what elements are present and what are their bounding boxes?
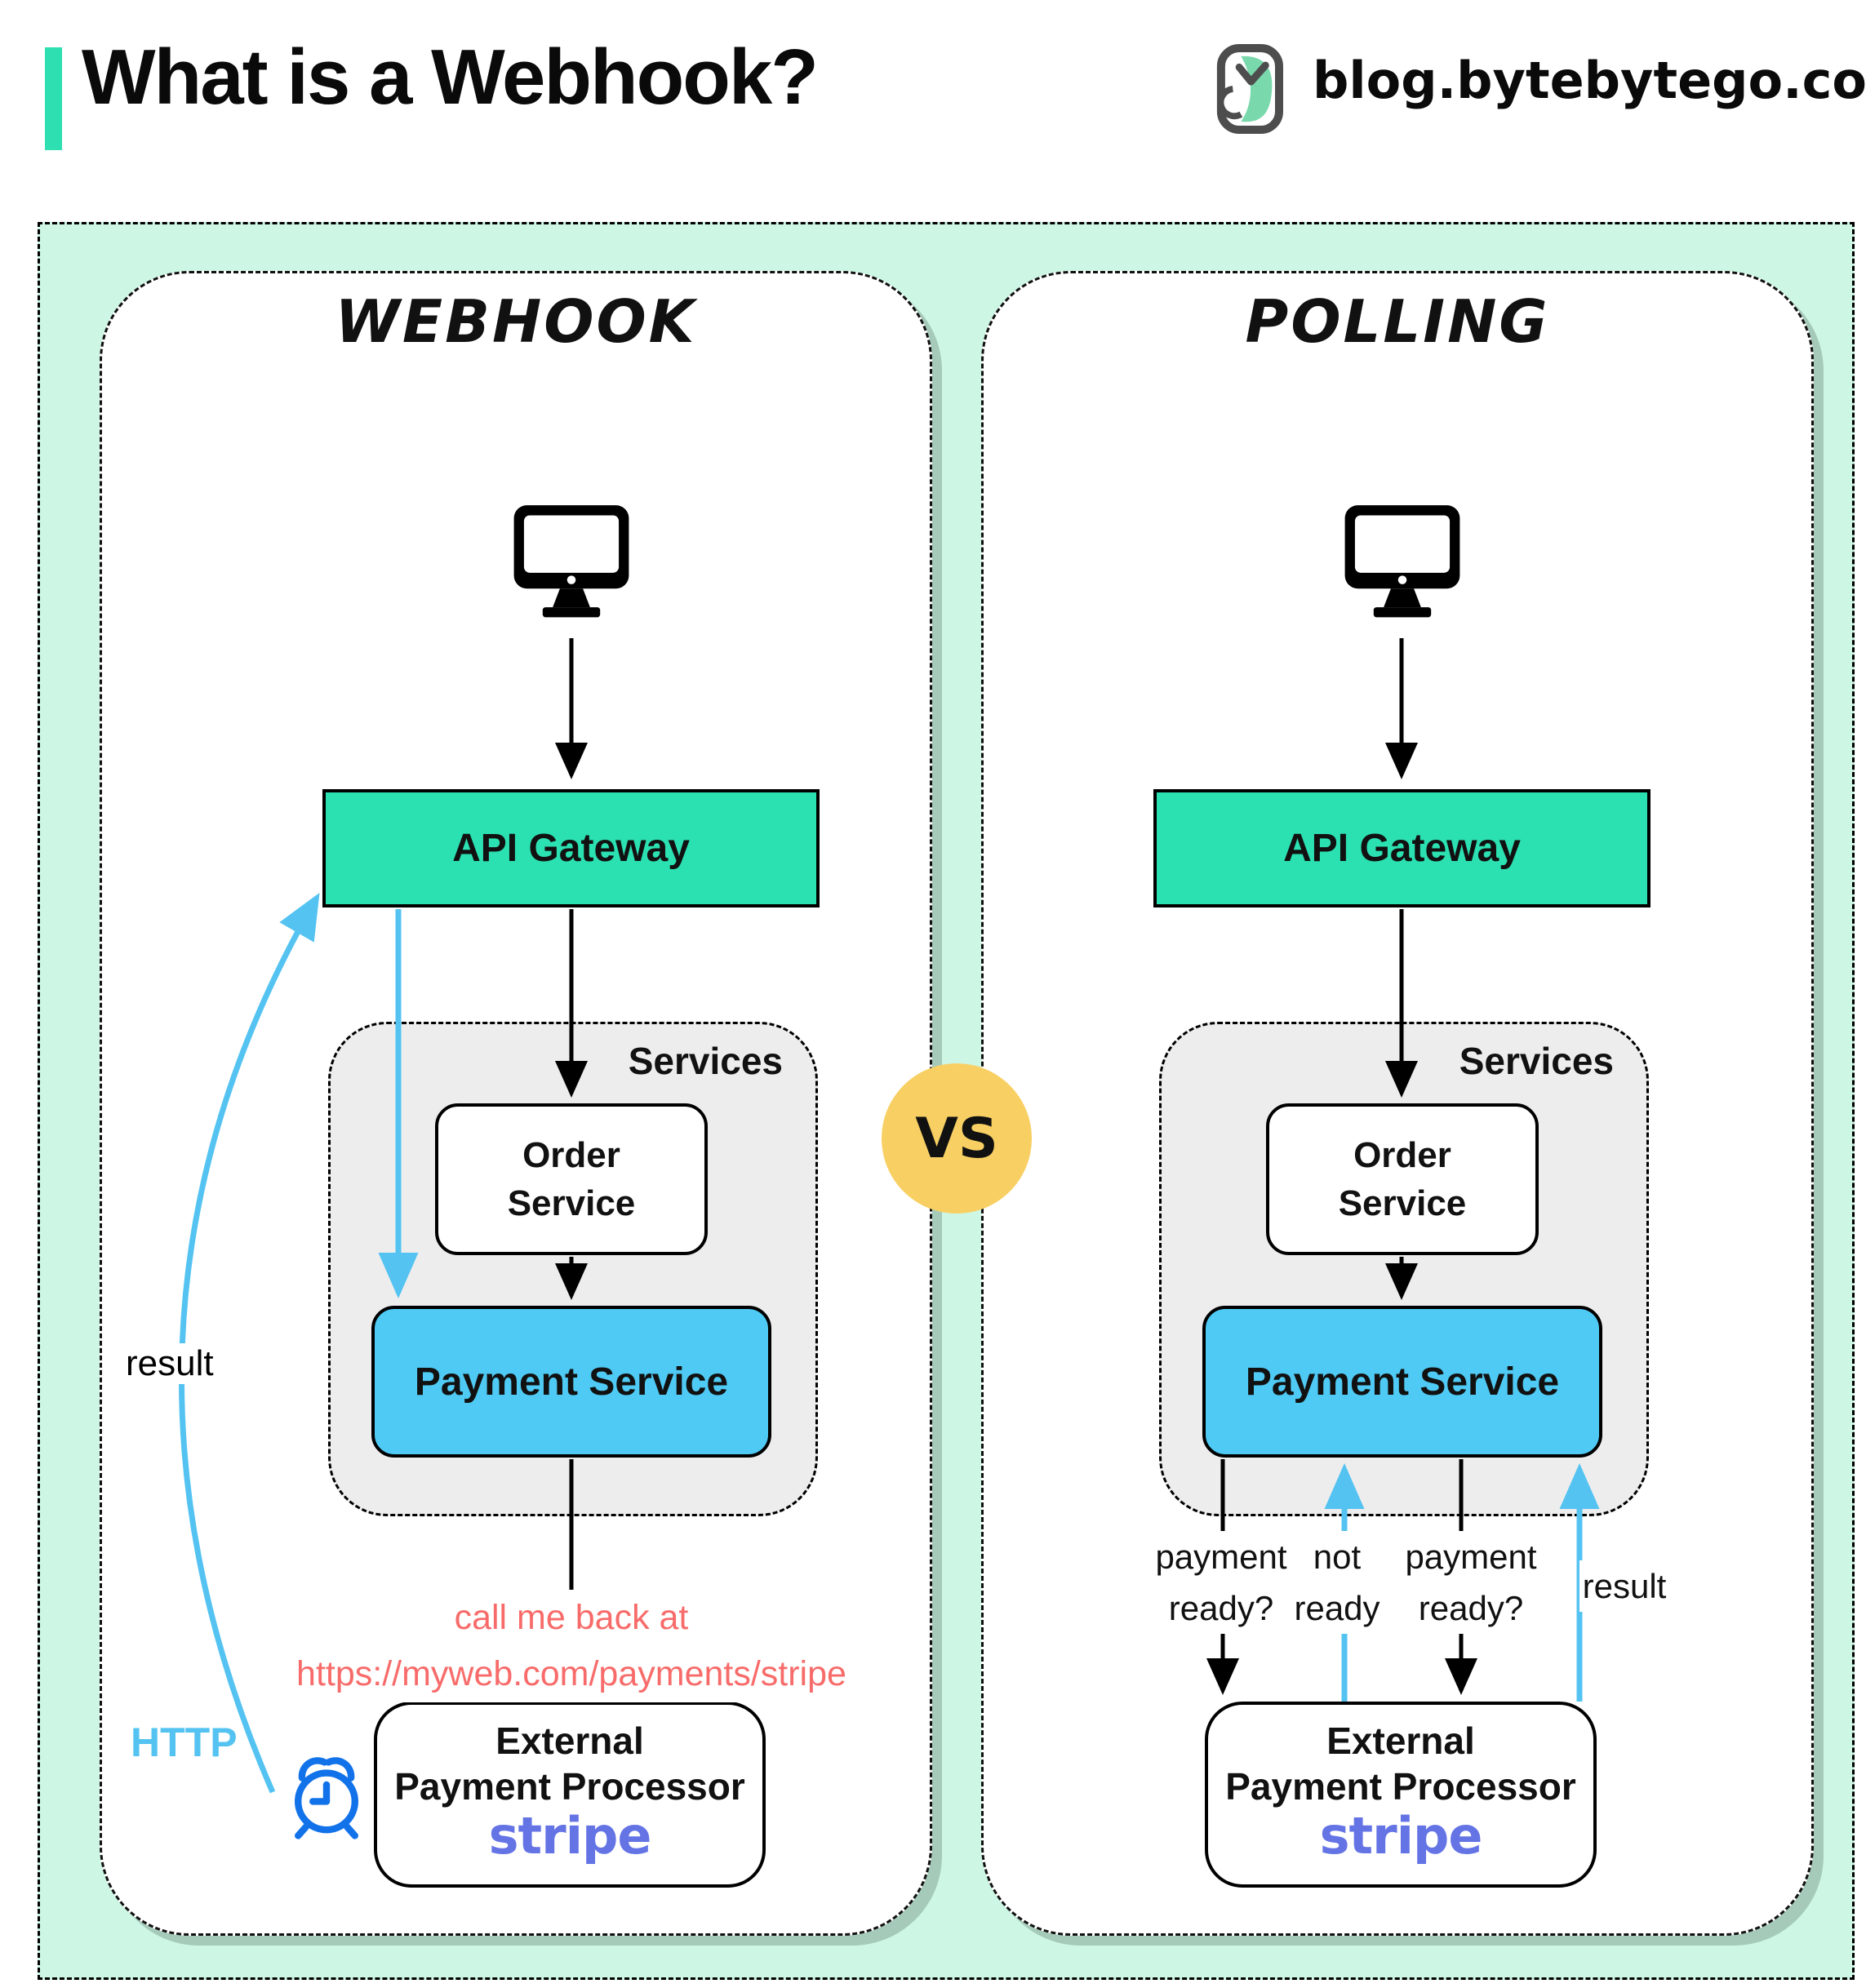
polling-api-gateway-box: API Gateway bbox=[1153, 789, 1651, 907]
label-line: result bbox=[1579, 1560, 1670, 1612]
webhook-api-gateway-label: API Gateway bbox=[452, 827, 690, 870]
webhook-api-gateway-box: API Gateway bbox=[322, 789, 820, 907]
webhook-callback-note: call me back at https://myweb.com/paymen… bbox=[253, 1590, 890, 1702]
polling-label-payment-ready-2: payment ready? bbox=[1381, 1531, 1561, 1634]
polling-order-service-label: Order Service bbox=[1338, 1134, 1467, 1223]
polling-order-service-box: Order Service bbox=[1266, 1103, 1539, 1255]
external-line1: External bbox=[495, 1720, 644, 1762]
label-line: payment bbox=[1402, 1531, 1540, 1582]
label-line: ready? bbox=[1415, 1582, 1527, 1634]
polling-services-label: Services bbox=[1459, 1040, 1614, 1082]
webhook-payment-service-box: Payment Service bbox=[371, 1306, 771, 1458]
page-title: What is a Webhook? bbox=[82, 33, 819, 121]
webhook-panel-title: Webhook bbox=[335, 287, 697, 356]
label-line: not bbox=[1309, 1531, 1365, 1582]
polling-label-result: result bbox=[1555, 1560, 1694, 1612]
polling-label-not-ready: not ready bbox=[1272, 1531, 1402, 1634]
vs-badge: VS bbox=[882, 1063, 1032, 1214]
webhook-http-label: HTTP bbox=[131, 1720, 238, 1765]
result-text: result bbox=[121, 1343, 219, 1384]
desktop-monitor-icon bbox=[1344, 505, 1460, 618]
webhook-payment-service-label: Payment Service bbox=[414, 1360, 729, 1404]
external-line2: Payment Processor bbox=[394, 1765, 745, 1808]
polling-label-payment-ready-1: payment ready? bbox=[1131, 1531, 1311, 1634]
arrow-webhook-http-result-callback bbox=[178, 892, 320, 1794]
alarm-clock-icon bbox=[295, 1757, 358, 1839]
label-line: ready bbox=[1291, 1582, 1384, 1634]
desktop-monitor-icon bbox=[513, 505, 629, 618]
webhook-order-service-box: Order Service bbox=[435, 1103, 708, 1255]
label-line: payment bbox=[1152, 1531, 1291, 1582]
polling-api-gateway-label: API Gateway bbox=[1283, 827, 1521, 870]
webhook-services-label: Services bbox=[628, 1040, 783, 1082]
title-accent-bar bbox=[45, 47, 62, 150]
callback-line1: call me back at bbox=[446, 1590, 697, 1646]
polling-payment-service-label: Payment Service bbox=[1245, 1360, 1560, 1404]
callback-line2: https://myweb.com/payments/stripe bbox=[288, 1645, 855, 1702]
stripe-logo: stripe bbox=[1319, 1806, 1483, 1866]
polling-external-processor-box: External Payment Processor stripe bbox=[1205, 1702, 1597, 1888]
bytebytego-logo-icon bbox=[1216, 44, 1283, 134]
polling-payment-service-box: Payment Service bbox=[1202, 1306, 1602, 1458]
label-line: ready? bbox=[1165, 1582, 1277, 1634]
site-name: blog.bytebytego.com bbox=[1313, 51, 1866, 110]
webhook-result-label: result bbox=[121, 1343, 219, 1384]
external-line2: Payment Processor bbox=[1225, 1765, 1576, 1808]
stripe-logo: stripe bbox=[488, 1806, 652, 1866]
polling-panel-title: Polling bbox=[1245, 287, 1550, 356]
webhook-external-processor-box: External Payment Processor stripe bbox=[374, 1702, 766, 1888]
webhook-order-service-label: Order Service bbox=[507, 1134, 636, 1223]
external-line1: External bbox=[1326, 1720, 1475, 1762]
